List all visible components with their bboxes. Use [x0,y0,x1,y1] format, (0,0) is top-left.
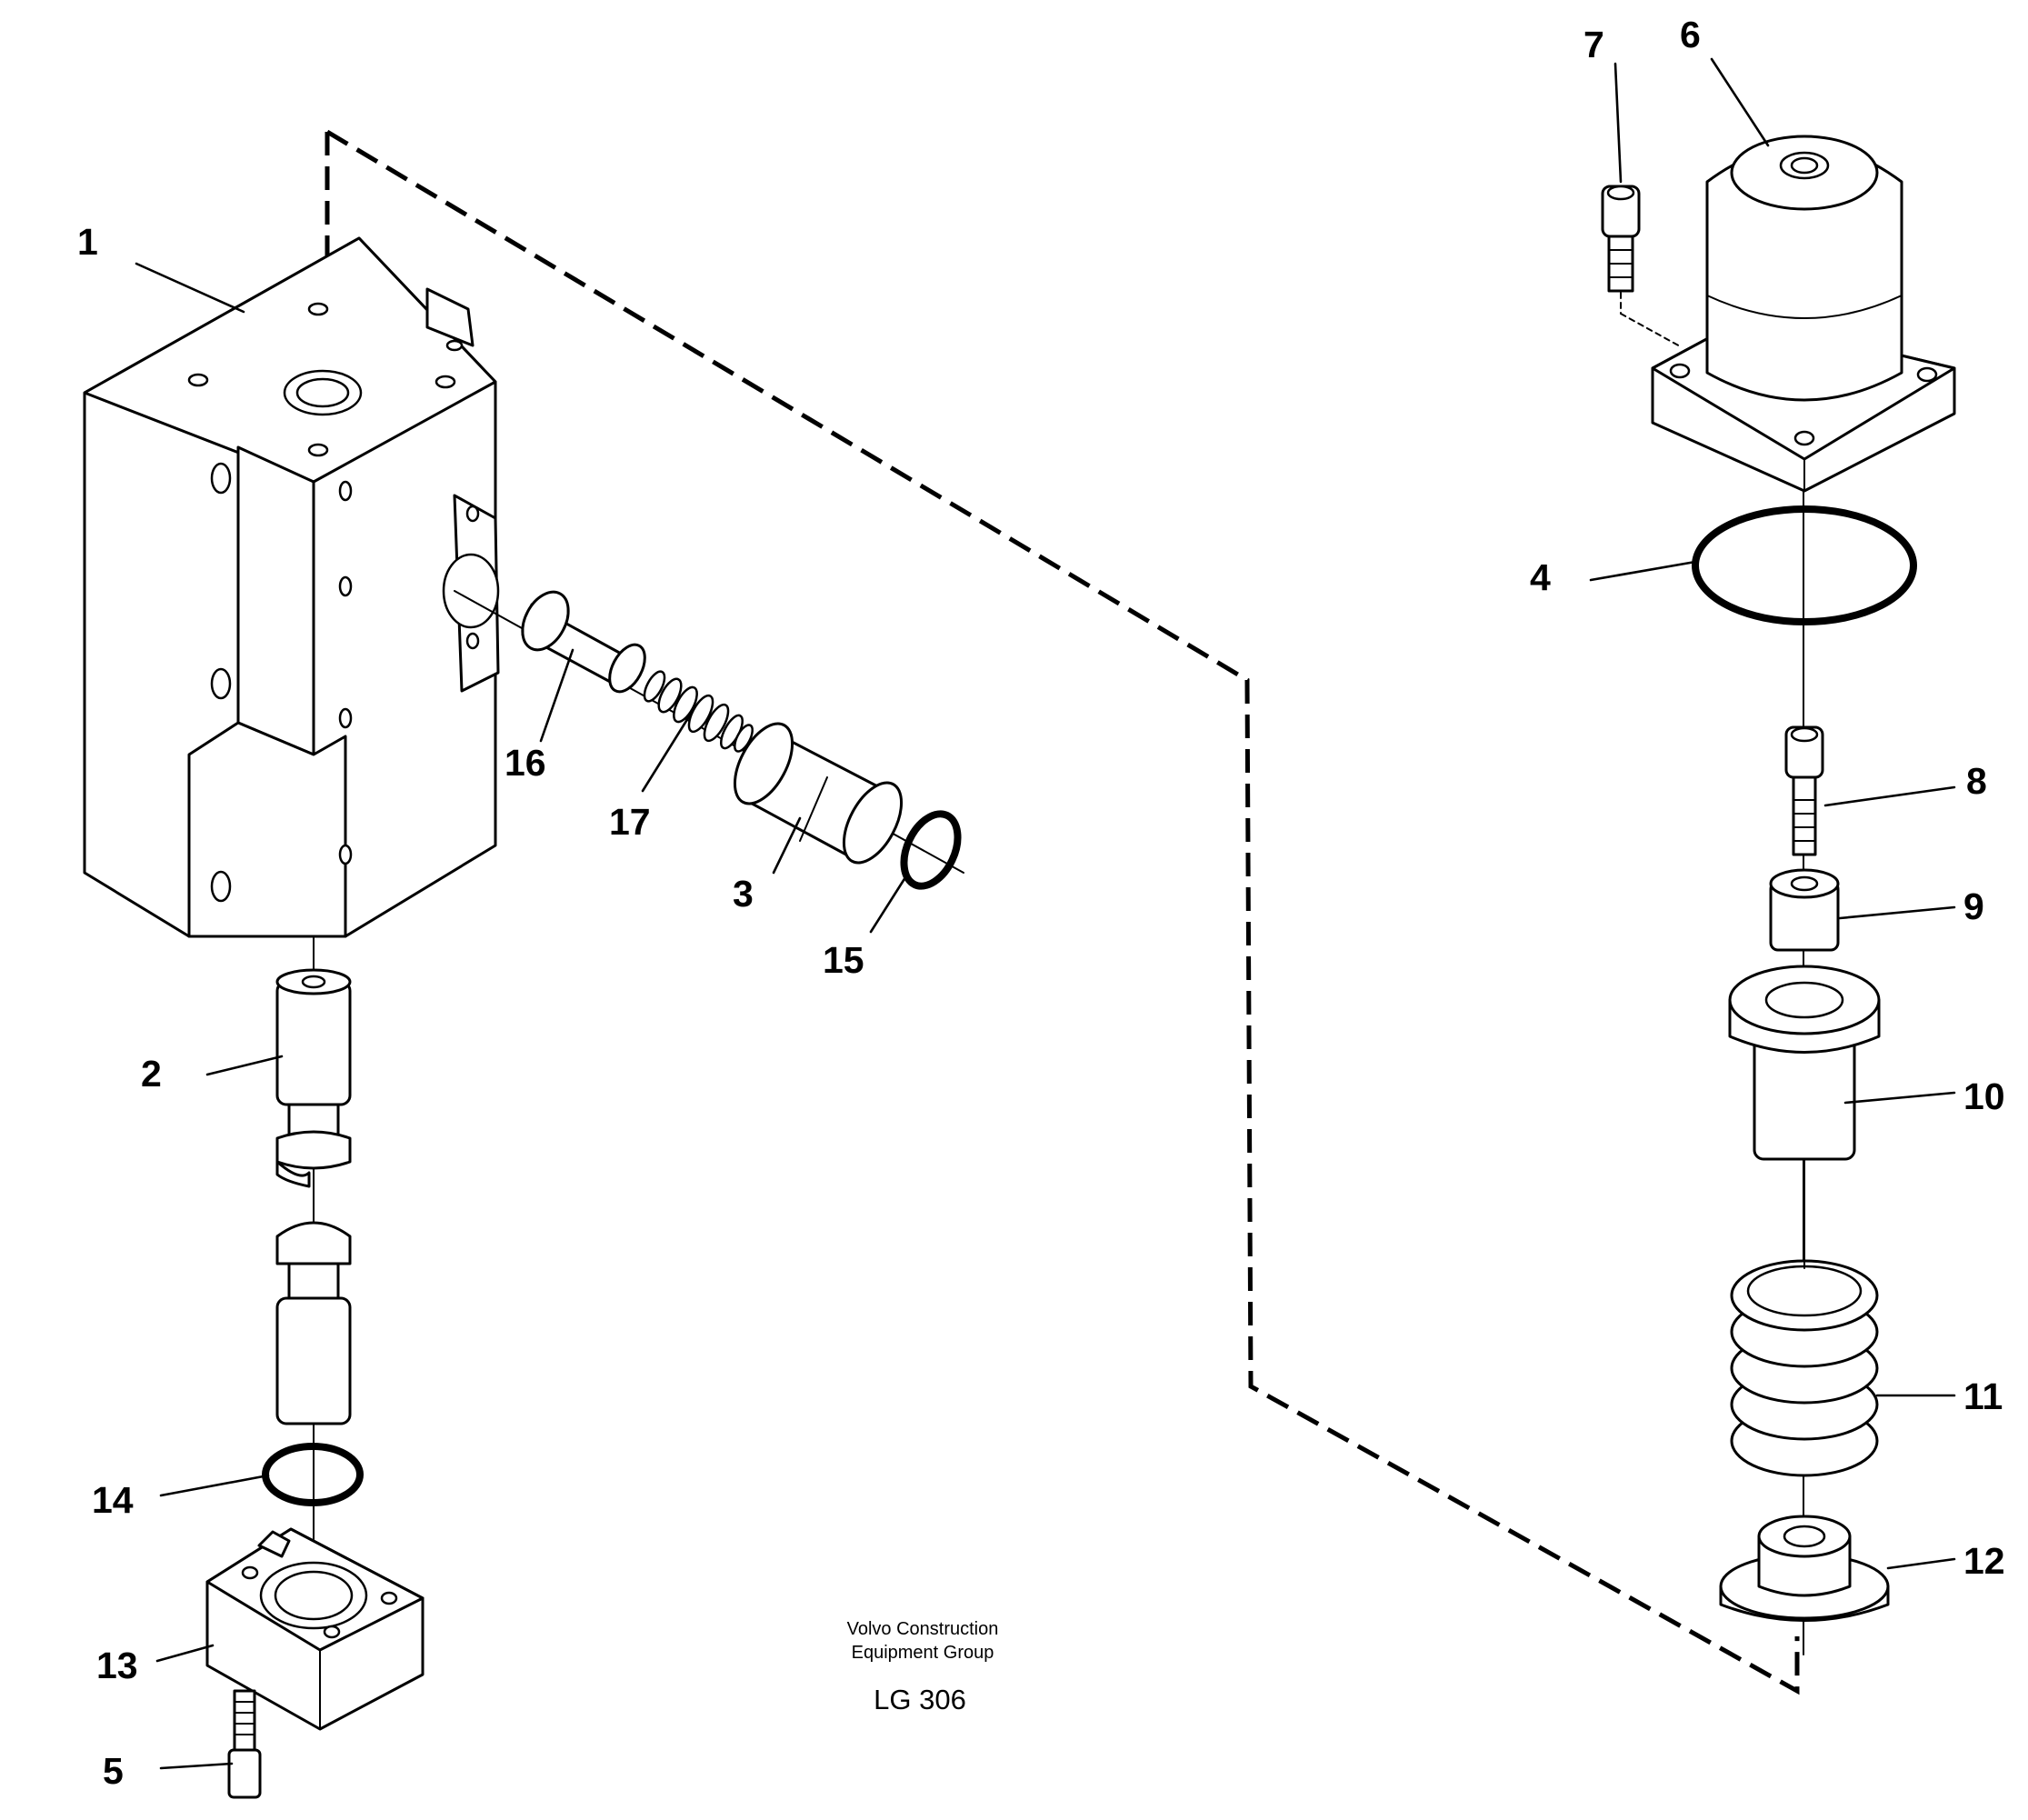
callout-8: 8 [1966,760,1987,802]
callout-7: 7 [1583,24,1604,65]
callout-1: 1 [77,221,98,263]
callout-3: 3 [733,873,754,915]
part-8-screw [1784,725,1824,856]
callout-10: 10 [1963,1075,2005,1117]
part-7-screw [1601,185,1641,293]
part-6-cap [1651,135,1956,493]
part-16-sleeve [521,590,646,694]
callout-11: 11 [1963,1375,2003,1417]
callout-15: 15 [823,939,864,981]
part-12-lower-seat [1719,1515,1890,1622]
callout-4: 4 [1530,556,1551,598]
part-9-bushing [1769,868,1840,952]
callout-9: 9 [1963,885,1984,927]
part-5-screw [227,1689,262,1799]
callout-16: 16 [505,742,546,784]
callout-6: 6 [1680,14,1701,55]
caption-company-line1: Volvo Construction [847,1619,999,1639]
callout-14: 14 [92,1479,134,1521]
part-4-o-ring [1692,505,1917,625]
part-14-o-ring [262,1443,364,1506]
part-2-spool [275,968,352,1425]
callout-17: 17 [609,801,651,843]
part-11-spring [1730,1158,1879,1477]
part-17-spring [643,670,754,753]
drawing-number: LG 306 [874,1684,966,1715]
callout-12: 12 [1963,1540,2005,1582]
part-10-spring-seat [1728,965,1881,1161]
part-3-plug [733,722,904,865]
part-15-o-ring [900,810,962,890]
caption-company-line2: Equipment Group [852,1643,994,1663]
leader-lines [135,57,1956,1770]
part-1-valve-body [83,236,500,938]
callout-2: 2 [141,1053,162,1095]
part-13-cover-plate [205,1527,425,1731]
callout-13: 13 [96,1645,138,1686]
callout-5: 5 [103,1750,124,1792]
dashed-assembly-boundary [325,129,1800,1695]
